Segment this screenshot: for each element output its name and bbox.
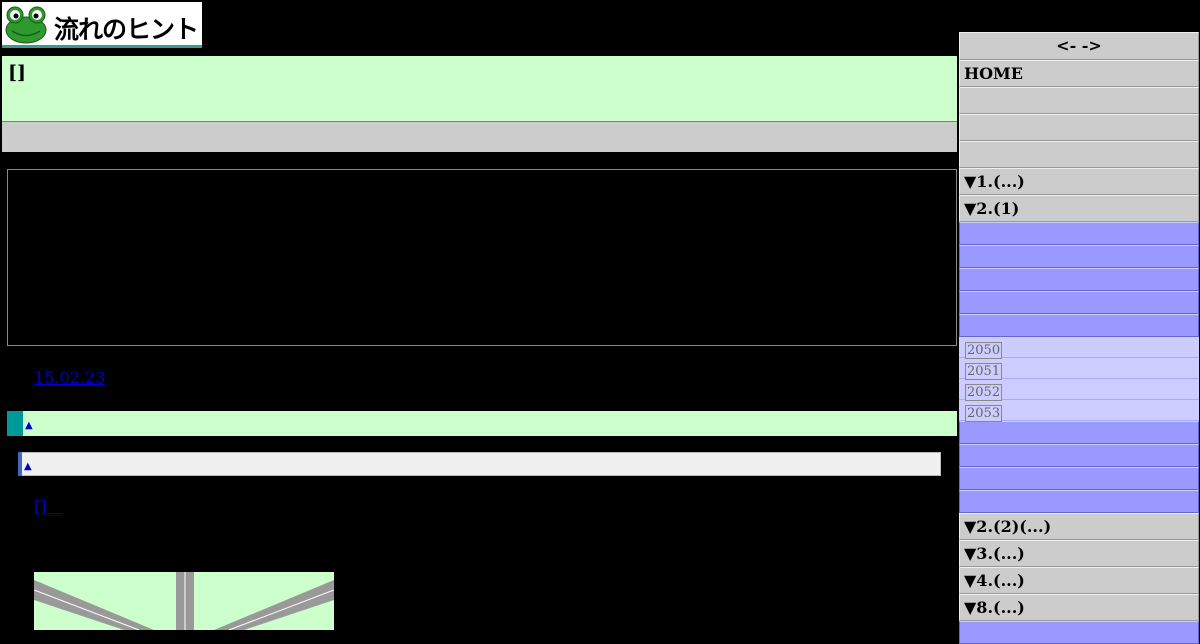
date-link[interactable]: 15.02.23 [34, 368, 106, 387]
sidebar-subitem[interactable] [959, 314, 1199, 337]
year-row: 2051 [959, 358, 1199, 380]
logo-text: 流れのヒント [54, 15, 199, 44]
sidebar-item[interactable] [959, 114, 1199, 141]
sidebar-menu-1[interactable]: ▼1.(...) [959, 168, 1199, 195]
sidebar-subitem[interactable] [959, 268, 1199, 291]
section-marker [7, 411, 23, 436]
subsection-marker [18, 452, 22, 476]
year-link[interactable]: 2052 [965, 384, 1003, 401]
sidebar-menu-2-1[interactable]: ▼2.(1) [959, 195, 1199, 222]
year-row: 2053 [959, 400, 1199, 422]
year-link[interactable]: 2050 [965, 342, 1003, 359]
year-row: 2050 [959, 337, 1199, 359]
sidebar-menu-3[interactable]: ▼3.(...) [959, 540, 1199, 567]
sidebar-item-home[interactable]: HOME [959, 60, 1199, 87]
year-link[interactable]: 2051 [965, 363, 1003, 380]
subheader-bar [2, 122, 957, 152]
sidebar-subitem[interactable] [959, 621, 1199, 644]
sidebar-subitem[interactable] [959, 444, 1199, 467]
page-title: [] [8, 62, 26, 84]
sidebar-subitem[interactable] [959, 291, 1199, 314]
sidebar-subitem[interactable] [959, 467, 1199, 490]
sidebar-subitem[interactable] [959, 490, 1199, 513]
up-arrow-icon[interactable]: ▲ [25, 420, 33, 431]
sidebar-menu-2-2[interactable]: ▼2.(2)(...) [959, 513, 1199, 540]
content-panel [7, 169, 957, 346]
sidebar-menu-8[interactable]: ▼8.(...) [959, 594, 1199, 621]
subsection-header: ▲ [18, 452, 941, 476]
frog-icon [5, 6, 47, 44]
section-header: ▲ [7, 411, 957, 436]
title-band: [] [2, 56, 957, 122]
year-row: 2052 [959, 379, 1199, 401]
sidebar: <- -> HOME ▼1.(...) ▼2.(1) 2050 2051 205… [959, 32, 1199, 644]
sidebar-subitem[interactable] [959, 245, 1199, 268]
up-arrow-icon[interactable]: ▲ [24, 461, 32, 472]
site-logo[interactable]: 流れのヒント [2, 2, 202, 48]
sidebar-item[interactable] [959, 87, 1199, 114]
sidebar-item[interactable] [959, 141, 1199, 168]
sidebar-menu-4[interactable]: ▼4.(...) [959, 567, 1199, 594]
bracket-link[interactable]: []__ [34, 497, 63, 516]
junction-diagram [34, 572, 334, 630]
year-link[interactable]: 2053 [965, 405, 1003, 422]
sidebar-subitem[interactable] [959, 421, 1199, 444]
prev-next-nav[interactable]: <- -> [959, 32, 1199, 60]
sidebar-subitem[interactable] [959, 222, 1199, 245]
